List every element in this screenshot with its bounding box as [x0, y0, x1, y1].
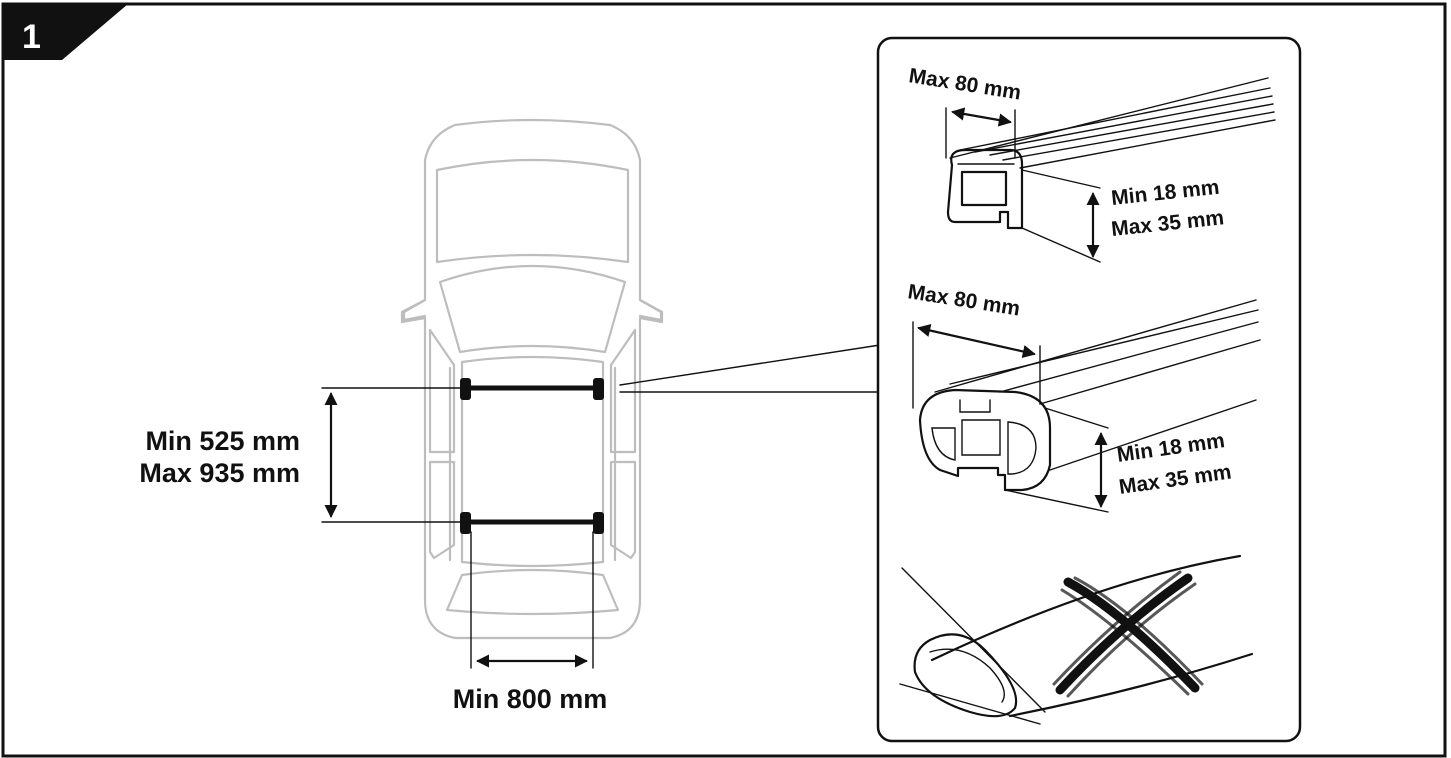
- car-windshield: [438, 264, 627, 354]
- bar-spacing-dimension: [321, 387, 463, 523]
- car-roof: [460, 355, 605, 568]
- front-right-window: [609, 328, 637, 454]
- front-left-window: [428, 328, 456, 454]
- right-mirror: [638, 298, 663, 322]
- cross-icon: [1052, 570, 1204, 698]
- aero-width-arrow: [917, 324, 1036, 358]
- bar-width-min-label: Min 800 mm: [453, 684, 608, 714]
- step-badge: 1: [3, 4, 128, 60]
- bar-width-dimension: [470, 531, 594, 669]
- square-profile-bar: [945, 77, 1276, 263]
- bar-spacing-min-label: Min 525 mm: [145, 426, 300, 456]
- car-body-outline: [400, 118, 664, 640]
- roof-bar-front: [460, 378, 604, 400]
- left-mirror: [402, 298, 427, 322]
- roof-bar-rear: [460, 512, 604, 534]
- square-width-arrow: [951, 107, 1012, 127]
- bar-spacing-max-label: Max 935 mm: [139, 458, 300, 488]
- step-number: 1: [22, 18, 41, 56]
- callout-connector: [619, 344, 881, 393]
- car-rear-window: [445, 568, 620, 616]
- car-top-view: [400, 118, 664, 640]
- aero-profile-bar: [912, 299, 1261, 513]
- car-hood: [435, 158, 630, 264]
